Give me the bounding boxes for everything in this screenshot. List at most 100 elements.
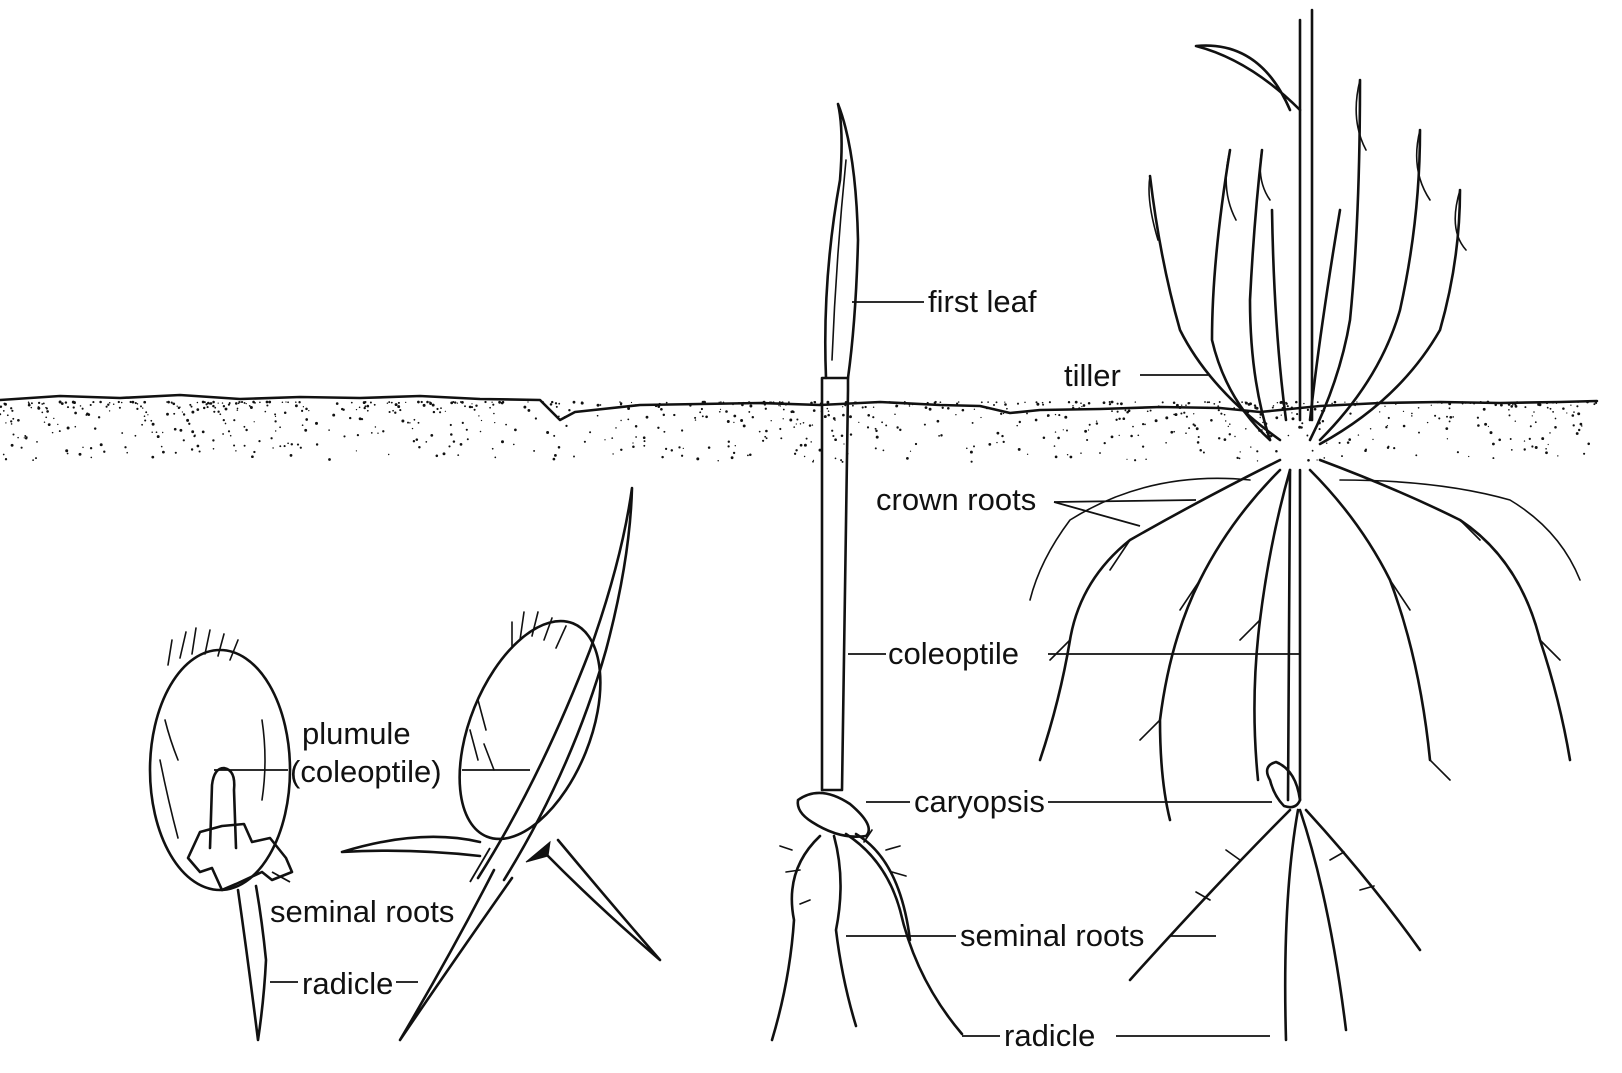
soil-dot (906, 457, 909, 460)
soil-dot (364, 405, 367, 408)
soil-dot (201, 430, 205, 434)
soil-dot (589, 431, 592, 434)
soil-dot (1095, 422, 1099, 425)
soil-dot (635, 436, 637, 438)
soil-dot (741, 403, 744, 407)
soil-dot (1228, 433, 1232, 436)
soil-dot (270, 437, 273, 440)
soil-dot (1018, 420, 1021, 424)
soil-dot (241, 400, 244, 404)
soil-dot (74, 411, 77, 415)
soil-dot (725, 403, 727, 405)
soil-dot (429, 401, 431, 403)
soil-dot (1195, 427, 1199, 431)
soil-dot (1494, 403, 1497, 407)
soil-dot (422, 403, 426, 407)
soil-dot (151, 422, 155, 426)
soil-dot (934, 400, 937, 404)
soil-dot (66, 452, 69, 455)
soil-dot (58, 430, 61, 433)
soil-dot (131, 400, 135, 404)
soil-dot (1484, 422, 1488, 426)
soil-dot (266, 404, 269, 407)
soil-dot (1577, 428, 1581, 432)
soil-dot (236, 409, 239, 411)
soil-dot (1415, 454, 1418, 457)
soil-dot (10, 420, 13, 423)
soil-dot (1002, 412, 1005, 415)
soil-dot (1306, 434, 1309, 437)
soil-dot (283, 445, 286, 448)
soil-dot (243, 444, 246, 447)
soil-dot (253, 421, 255, 423)
soil-dot (1487, 425, 1489, 428)
soil-dot (1035, 401, 1038, 404)
soil-dot (988, 443, 992, 446)
soil-dot (494, 421, 496, 424)
soil-dot (97, 416, 101, 419)
soil-dot (394, 403, 398, 407)
soil-dot (1514, 403, 1517, 406)
label-tiller: tiller (1064, 358, 1121, 393)
soil-dot (1402, 424, 1406, 428)
soil-dot (253, 450, 256, 454)
soil-dot (1286, 405, 1289, 408)
soil-dot (1492, 442, 1495, 446)
soil-dot (1224, 420, 1227, 422)
soil-dot (1122, 417, 1126, 421)
soil-dot (2, 453, 5, 456)
soil-dot (673, 413, 676, 417)
soil-dot (1086, 438, 1089, 442)
soil-dot (235, 450, 237, 452)
soil-dot (464, 405, 466, 408)
soil-dot (274, 413, 277, 416)
soil-dot (740, 419, 744, 422)
soil-dot (694, 416, 697, 419)
soil-dot (1218, 407, 1221, 409)
soil-dot (1126, 458, 1128, 460)
soil-dot (914, 442, 918, 446)
soil-dot (1110, 400, 1114, 404)
soil-dot (778, 401, 781, 404)
soil-dot (1417, 406, 1420, 409)
soil-dot (190, 405, 193, 408)
soil-dot (727, 445, 730, 448)
soil-dot (795, 449, 798, 452)
soil-dot (619, 401, 621, 403)
soil-dot (546, 431, 550, 434)
soil-dot (1236, 456, 1239, 460)
soil-dot (1446, 438, 1449, 440)
soil-dot (1024, 401, 1026, 404)
soil-dot (107, 403, 110, 406)
soil-dot (1577, 412, 1581, 416)
soil-dot (1545, 447, 1547, 450)
soil-dot (489, 406, 491, 409)
soil-dot (657, 426, 660, 429)
soil-dot (142, 407, 144, 409)
soil-dot (1161, 401, 1164, 404)
soil-dot (872, 406, 875, 408)
soil-dot (1223, 438, 1227, 441)
soil-dot (627, 407, 631, 410)
soil-dot (454, 401, 457, 404)
soil-dot (302, 406, 305, 408)
soil-dot (1256, 460, 1259, 462)
soil-dot (840, 459, 843, 462)
soil-dot (1341, 455, 1343, 458)
soil-dot (233, 419, 236, 422)
soil-dot (1111, 410, 1113, 413)
soil-dot (57, 423, 59, 426)
soil-dot (181, 411, 184, 413)
soil-dot (1311, 449, 1314, 452)
soil-dot (1468, 455, 1470, 458)
soil-dot (1218, 401, 1221, 403)
soil-dot (1172, 401, 1176, 404)
soil-dot (832, 417, 836, 420)
soil-dot (961, 409, 964, 412)
soil-dot (643, 440, 646, 443)
soil-dot (10, 443, 14, 447)
soil-dot (1275, 416, 1279, 420)
soil-dot (1489, 431, 1493, 435)
soil-dot (66, 406, 70, 409)
